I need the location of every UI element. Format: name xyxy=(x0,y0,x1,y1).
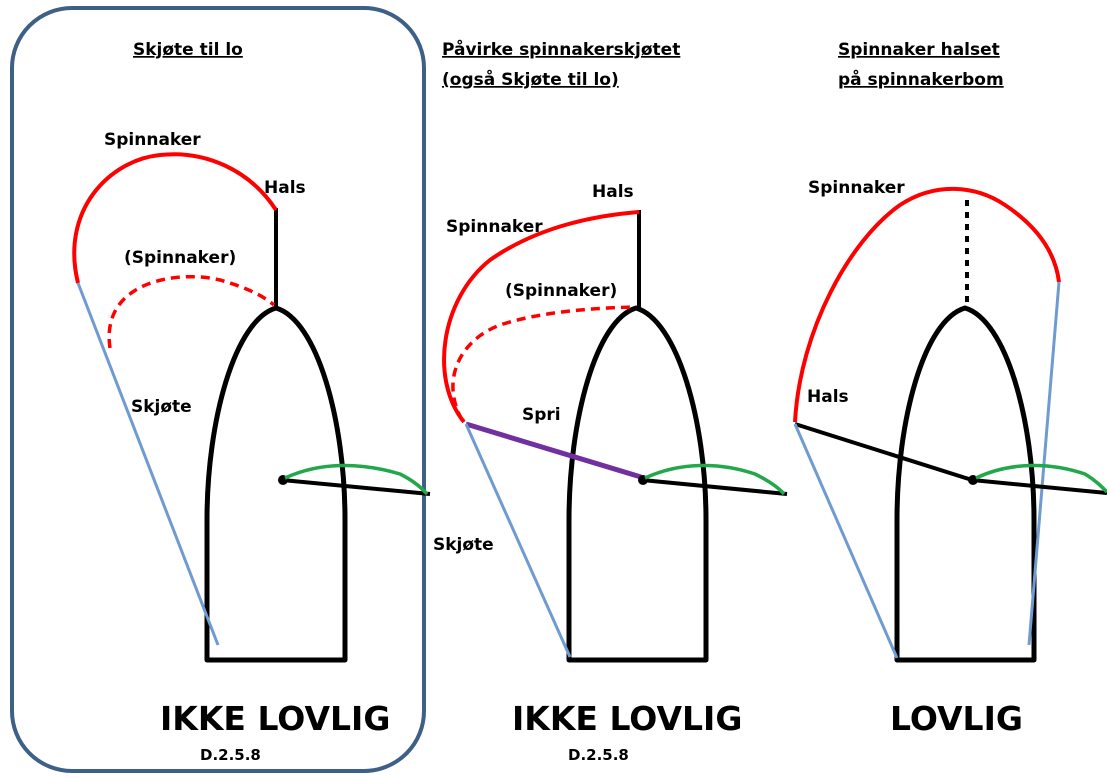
panel3-spinnaker-pole xyxy=(794,422,973,482)
panel2-spinnaker xyxy=(442,210,640,424)
panel1-alt-spinnaker xyxy=(107,274,276,349)
panel2-sheet xyxy=(464,423,572,658)
panel3-verdict: LOVLIG xyxy=(890,699,1023,738)
panel1-frame xyxy=(10,6,426,773)
panel3-spinnaker xyxy=(793,186,1061,423)
panel3-sheet-left xyxy=(793,423,899,659)
panel1-mainsail xyxy=(284,463,429,496)
panel2-sheet-label: Skjøte xyxy=(433,535,494,555)
panel2-tack-label: Hals xyxy=(592,182,634,202)
panel3-heading-line1: Spinnaker halset xyxy=(838,40,1000,60)
panel3-sheet-right xyxy=(1027,281,1061,646)
panel3-heading-line2: på spinnakerbom xyxy=(838,68,1004,90)
panel1-rule: D.2.5.8 xyxy=(200,746,261,764)
panel1-alt-spinnaker-label: (Spinnaker) xyxy=(124,248,236,268)
panel2-spinnaker-label: Spinnaker xyxy=(446,217,543,237)
panel1: Skjøte til lo Spinnaker Hals (Spinnaker)… xyxy=(72,40,431,764)
panel2-spri-label: Spri xyxy=(522,405,561,425)
panel2-rule: D.2.5.8 xyxy=(568,746,629,764)
panel1-hull xyxy=(204,305,348,663)
panel3-spinnaker-label: Spinnaker xyxy=(808,178,905,198)
panel3-hull xyxy=(894,305,1037,663)
panel2-verdict: IKKE LOVLIG xyxy=(512,699,742,738)
panel1-verdict: IKKE LOVLIG xyxy=(160,699,390,738)
panel3: Spinnaker halset på spinnakerbom Spinnak… xyxy=(793,40,1107,738)
panel3-boom-pivot xyxy=(968,475,978,485)
panel2-heading-line1: Påvirke spinnakerskjøtet xyxy=(442,38,680,60)
panel2-hull xyxy=(566,305,709,663)
panel1-spinnaker-label: Spinnaker xyxy=(104,130,201,150)
panel1-sheet xyxy=(76,282,220,646)
panel1-boom xyxy=(281,478,431,496)
panel1-tack-label: Hals xyxy=(264,178,306,198)
panel3-mainsail xyxy=(975,463,1107,494)
panel2-alt-spinnaker-label: (Spinnaker) xyxy=(505,281,617,301)
panel1-heading: Skjøte til lo xyxy=(133,40,243,60)
panel2-heading-line2: (også Skjøte til lo) xyxy=(442,68,619,90)
panel3-tack-label: Hals xyxy=(807,387,849,407)
panel2: Påvirke spinnakerskjøtet (også Skjøte ti… xyxy=(433,38,788,764)
panel2-alt-spinnaker xyxy=(451,305,637,421)
panel2-spri xyxy=(465,421,642,480)
panel2-mainsail xyxy=(644,463,786,496)
panel2-boom xyxy=(641,478,788,496)
panel1-sheet-label: Skjøte xyxy=(131,397,192,417)
panel1-spinnaker xyxy=(72,152,278,284)
panel3-boom xyxy=(971,478,1107,495)
